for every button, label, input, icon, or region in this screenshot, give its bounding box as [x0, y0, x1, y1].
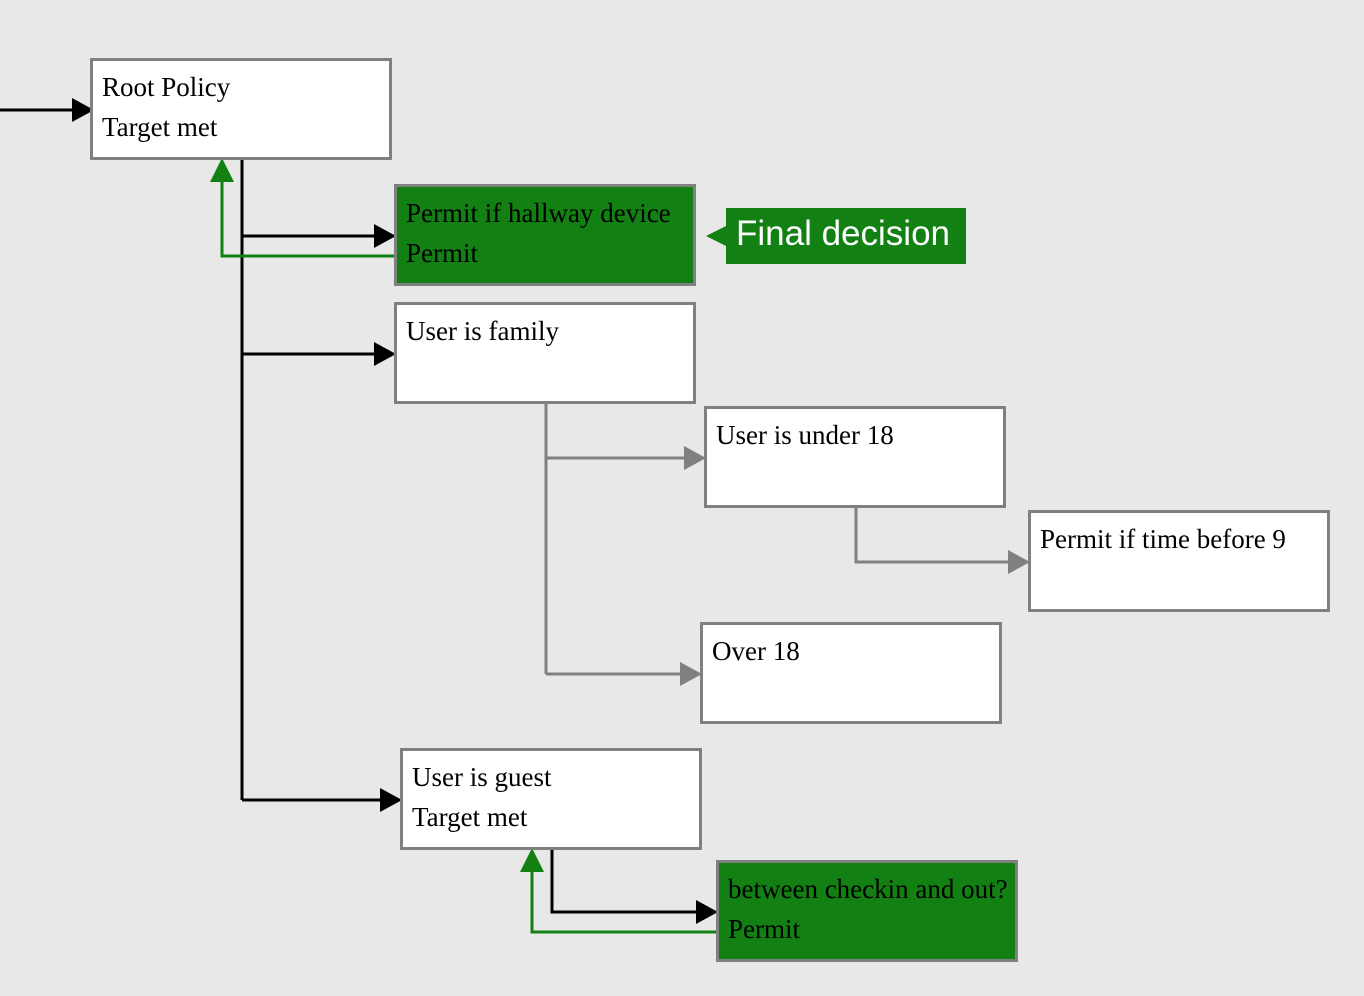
node-status: Target met — [412, 802, 528, 832]
node-title: User is family — [406, 316, 559, 346]
edge-root-to-hallway — [242, 224, 396, 248]
node-title: User is guest — [412, 762, 552, 792]
final-decision-badge: Final decision — [726, 208, 966, 264]
node-title: Root Policy — [102, 72, 231, 102]
edge-under18-to-time — [854, 508, 1030, 574]
node-permit-hallway-device[interactable]: Permit if hallway device Permit — [394, 184, 696, 286]
node-root-policy[interactable]: Root Policy Target met — [90, 58, 392, 160]
node-between-checkin-and-out[interactable]: between checkin and out? Permit — [716, 860, 1018, 962]
edge-root-to-family — [242, 342, 396, 366]
node-user-is-family[interactable]: User is family — [394, 302, 696, 404]
node-title: User is under 18 — [716, 420, 894, 450]
node-title: Permit if time before 9 — [1040, 524, 1286, 554]
node-title: Over 18 — [712, 636, 800, 666]
edge-root-to-guest — [242, 788, 402, 812]
entry-edge — [0, 98, 94, 122]
edge-guest-to-checkin — [550, 850, 718, 924]
result-edge-hallway-to-root — [210, 158, 396, 258]
node-title: Permit if hallway device — [406, 198, 671, 228]
node-status: Target met — [102, 112, 218, 142]
node-permit-time-before-9[interactable]: Permit if time before 9 — [1028, 510, 1330, 612]
node-status: Permit — [728, 914, 800, 944]
node-status: Permit — [406, 238, 478, 268]
node-user-is-guest[interactable]: User is guest Target met — [400, 748, 702, 850]
result-edge-checkin-to-guest — [520, 848, 718, 934]
edge-family-to-over18 — [546, 662, 702, 686]
node-title: between checkin and out? — [728, 874, 1008, 904]
node-user-is-under-18[interactable]: User is under 18 — [704, 406, 1006, 508]
final-decision-pointer — [706, 226, 726, 246]
edge-family-to-under18 — [546, 446, 706, 470]
node-over-18[interactable]: Over 18 — [700, 622, 1002, 724]
